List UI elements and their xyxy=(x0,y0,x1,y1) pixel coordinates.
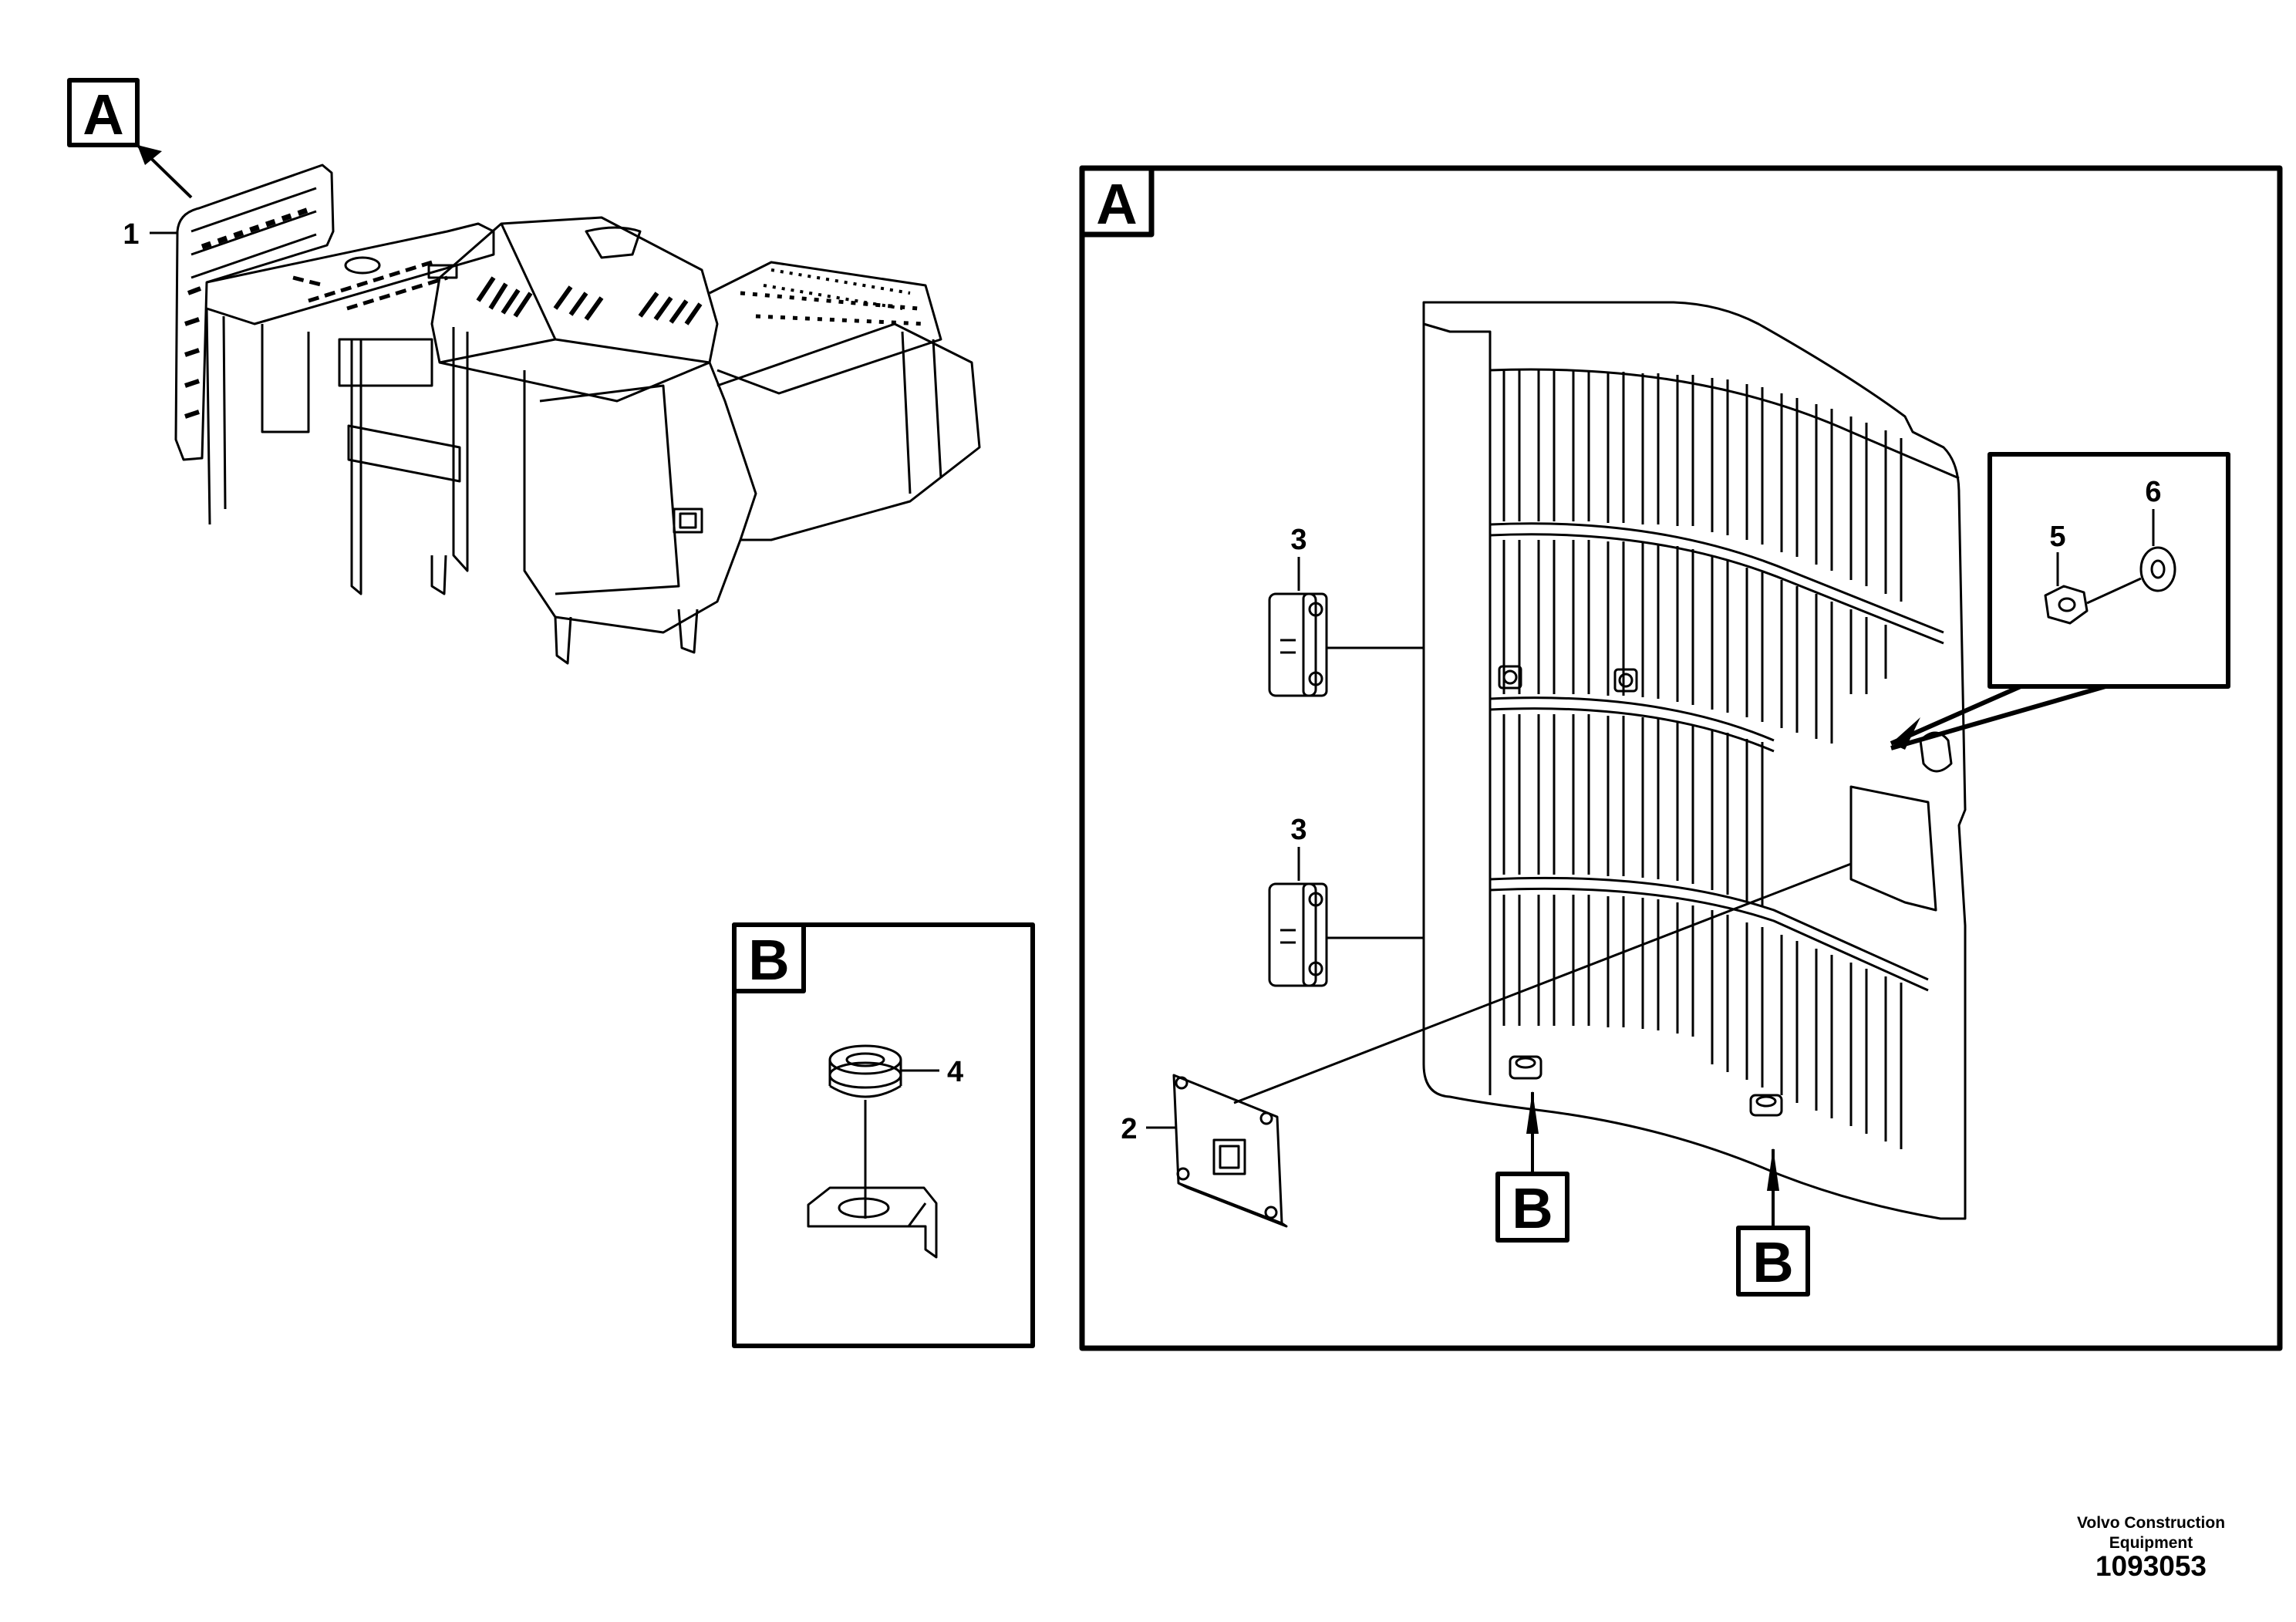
electrical-plate xyxy=(1172,1074,1288,1228)
detail-b-tag-box xyxy=(732,922,806,993)
detail-a-b-tag-right: B xyxy=(1752,1230,1793,1294)
mounting-bracket xyxy=(807,1186,938,1259)
detail-b-frame xyxy=(732,922,1035,1348)
grille-slats xyxy=(1502,370,1903,1149)
rubber-grommet xyxy=(828,1044,902,1098)
grille-panel xyxy=(1422,301,1967,1220)
hex-nut xyxy=(2044,585,2089,625)
detail-a-frame xyxy=(1079,165,2283,1351)
hinge-lower xyxy=(1268,882,1424,987)
washer xyxy=(2139,546,2176,592)
detail-b-tag-label: B xyxy=(748,928,789,992)
callout-1: 1 xyxy=(123,218,139,251)
fastener-inset xyxy=(1988,452,2230,689)
hinge-upper xyxy=(1268,592,1424,697)
callout-4: 4 xyxy=(947,1056,963,1088)
overview-tag-label: A xyxy=(83,83,123,147)
drawing-number: 1093053 xyxy=(2095,1550,2207,1582)
detail-a-b-tag-left: B xyxy=(1512,1176,1553,1240)
callout-5: 5 xyxy=(2049,521,2065,553)
callout-6: 6 xyxy=(2145,476,2161,508)
callout-3-upper: 3 xyxy=(1290,524,1306,556)
detail-a-tag-label: A xyxy=(1096,172,1137,236)
overview-tag-box xyxy=(67,78,140,147)
overview-view: A xyxy=(67,78,981,665)
panel-opening xyxy=(1849,785,1937,912)
detail-b-view: B 4 xyxy=(732,922,1035,1348)
company-credit: Volvo Construction Equipment xyxy=(2076,1514,2226,1552)
callout-3-lower: 3 xyxy=(1290,814,1306,846)
detail-a-tag-box xyxy=(1079,165,1155,238)
detail-a-view: A xyxy=(1079,165,2283,1351)
callout-2: 2 xyxy=(1121,1113,1137,1145)
